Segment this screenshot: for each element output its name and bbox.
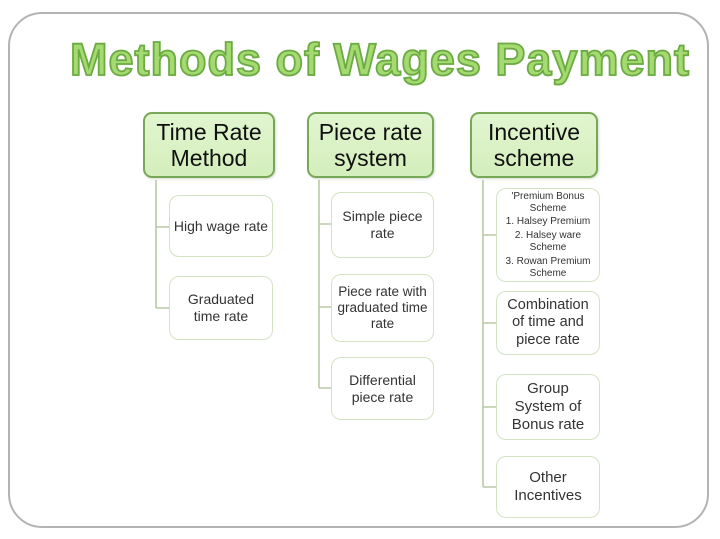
page-title: Methods of Wages Payment — [69, 33, 690, 86]
node-combination-of-time-and-piece-rate: Combination of time and piece rate — [496, 291, 600, 355]
node-high-wage-rate: High wage rate — [169, 195, 273, 257]
node-piece-rate-with-graduated-time-rate: Piece rate with graduated time rate — [331, 274, 434, 342]
column-header-piece-rate-system: Piece rate system — [307, 112, 434, 178]
column-header-incentive-scheme: Incentive scheme — [470, 112, 598, 178]
node-group-system-of-bonus-rate: Group System of Bonus rate — [496, 374, 600, 440]
node-other-incentives: Other Incentives — [496, 456, 600, 518]
slide-border-frame — [8, 12, 709, 528]
premium-bonus-heading: 'Premium Bonus Scheme — [511, 190, 585, 214]
premium-bonus-item-1: 1. Halsey Premium — [505, 216, 591, 228]
column-header-time-rate-method: Time Rate Method — [143, 112, 275, 178]
node-differential-piece-rate: Differential piece rate — [331, 357, 434, 420]
node-simple-piece-rate: Simple piece rate — [331, 192, 434, 258]
premium-bonus-item-3: 3. Rowan Premium Scheme — [505, 255, 591, 279]
node-graduated-time-rate: Graduated time rate — [169, 276, 273, 340]
premium-bonus-item-2: 2. Halsey ware Scheme — [514, 230, 582, 253]
node-premium-bonus-scheme: 'Premium Bonus Scheme 1. Halsey Premium … — [496, 188, 600, 282]
